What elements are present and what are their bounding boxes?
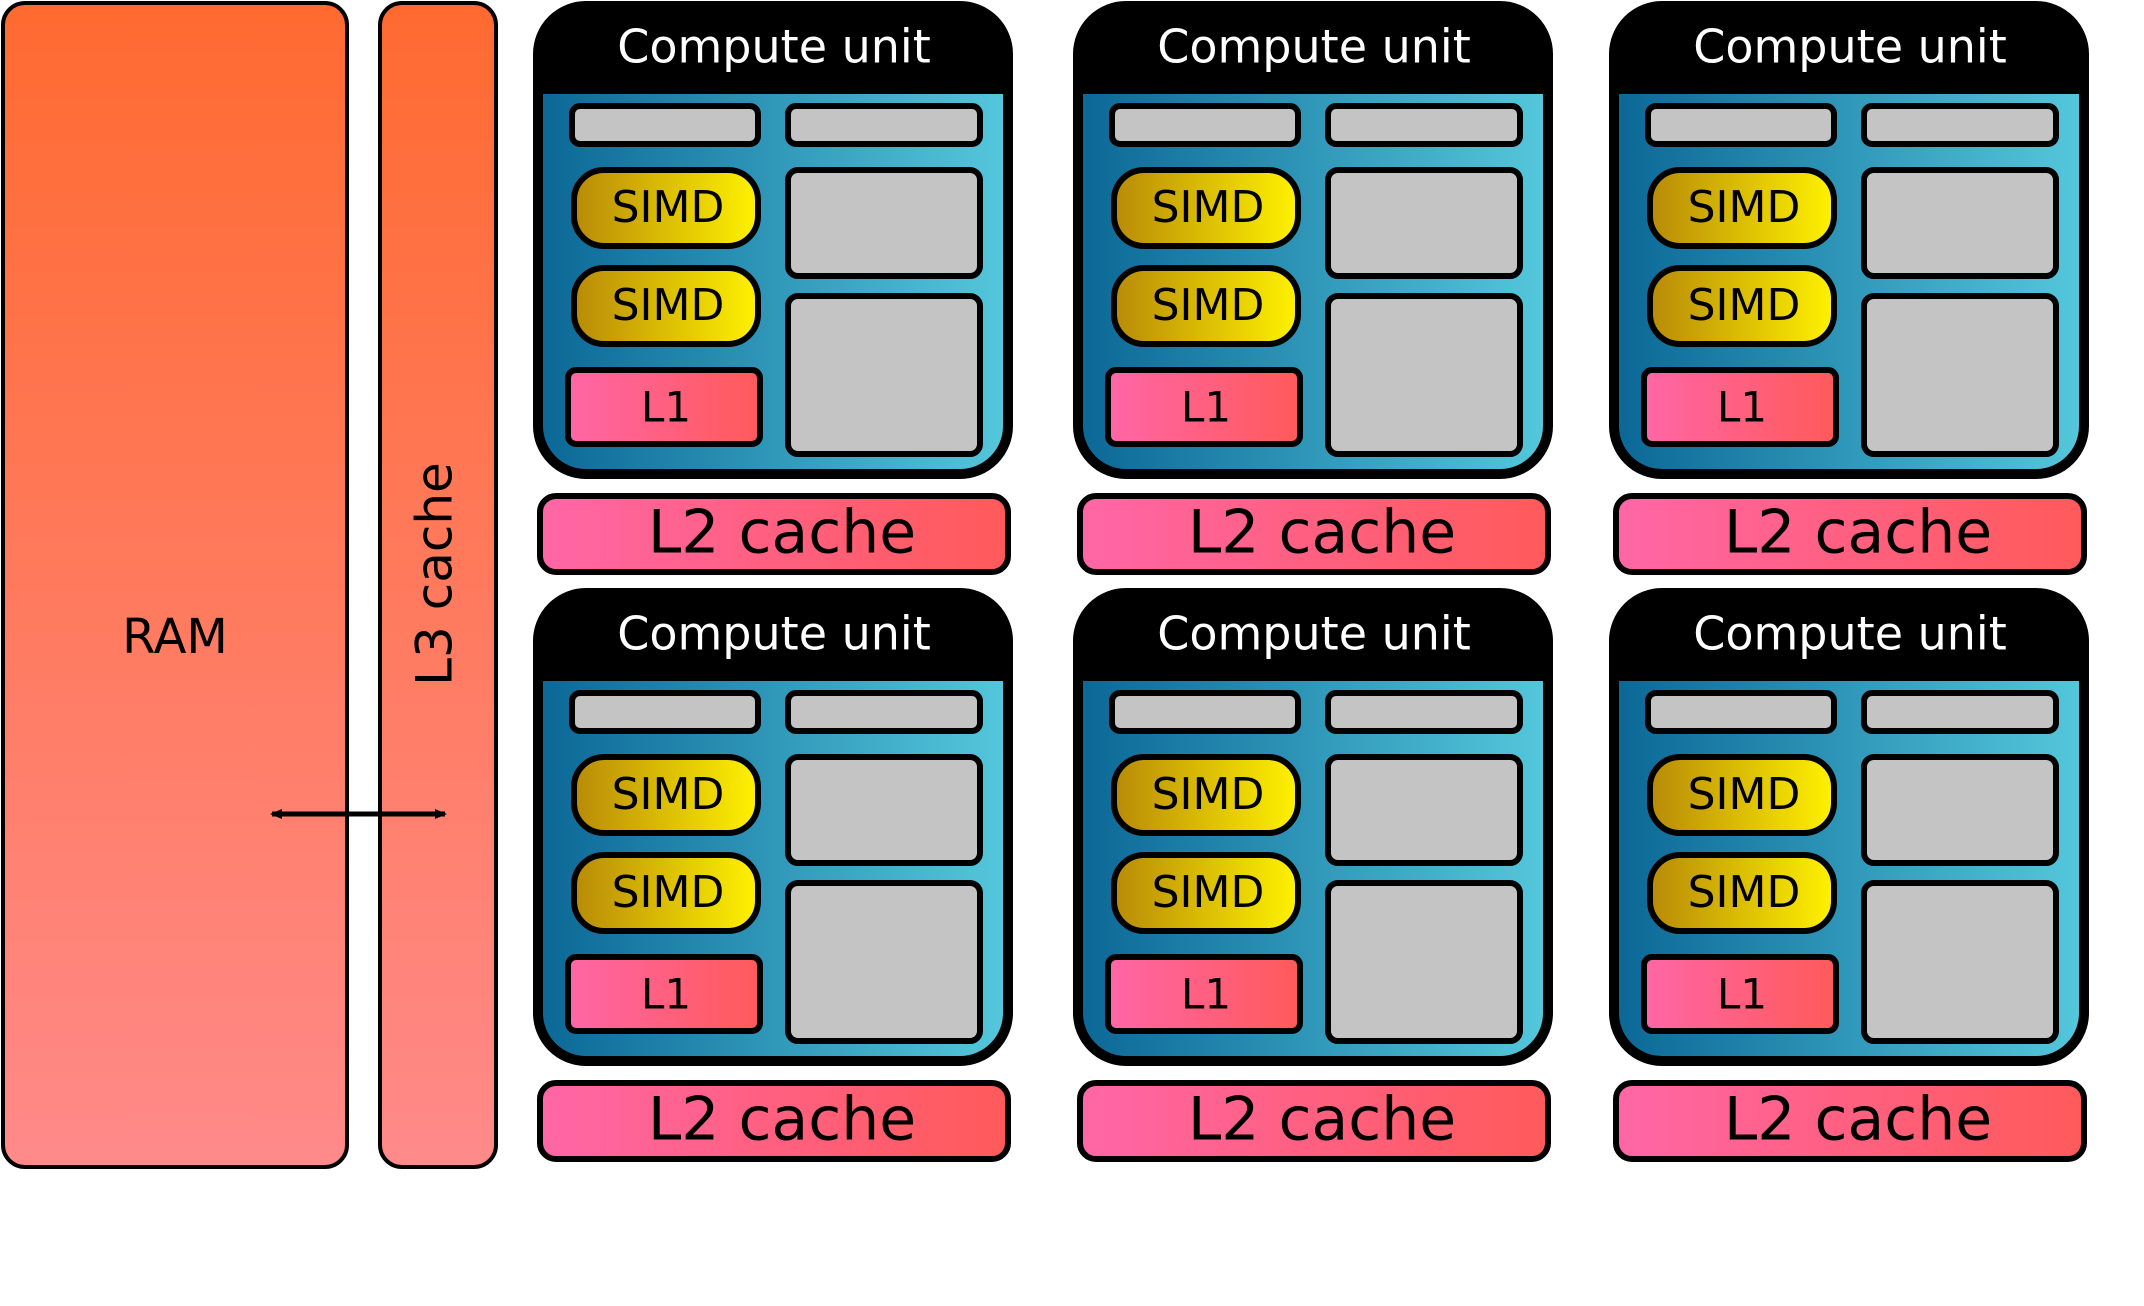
simd-unit: [1647, 852, 1837, 934]
simd-unit: [1111, 265, 1301, 347]
grey-block: [1325, 754, 1523, 866]
grey-block: [785, 167, 983, 279]
grey-block: [785, 880, 983, 1044]
l2-cache: [1613, 1080, 2087, 1162]
ram-block: RAM: [1, 1, 349, 1169]
grey-bar: [1109, 103, 1301, 147]
l2-cache-label: L2 cache: [1724, 498, 1992, 568]
compute-unit-title: Compute unit: [617, 20, 931, 74]
simd-label: SIMD: [1152, 182, 1265, 233]
l1-cache: [565, 954, 763, 1034]
grey-bar: [1861, 103, 2059, 147]
grey-bar: [785, 690, 983, 734]
l3-cache-label: L3 cache: [406, 462, 464, 686]
simd-label: SIMD: [1152, 769, 1265, 820]
grey-bar: [1109, 690, 1301, 734]
simd-unit: [571, 852, 761, 934]
l2-cache: [1077, 493, 1551, 575]
l1-cache: [1641, 367, 1839, 447]
grey-block: [1325, 880, 1523, 1044]
l2-cache-label: L2 cache: [1188, 498, 1456, 568]
simd-label: SIMD: [612, 182, 725, 233]
grey-bar: [1645, 103, 1837, 147]
compute-unit-title: Compute unit: [1693, 607, 2007, 661]
grey-block: [1325, 293, 1523, 457]
grey-bar: [785, 103, 983, 147]
simd-unit: [1647, 167, 1837, 249]
grey-bar: [569, 690, 761, 734]
l1-cache: [1105, 367, 1303, 447]
l1-label: L1: [641, 970, 691, 1019]
l2-cache: [537, 1080, 1011, 1162]
ram-label: RAM: [122, 609, 228, 665]
l1-cache: [1641, 954, 1839, 1034]
simd-unit: [1111, 167, 1301, 249]
l2-cache: [1613, 493, 2087, 575]
l2-cache: [1077, 1080, 1551, 1162]
compute-unit-title: Compute unit: [1693, 20, 2007, 74]
l3-cache-block: L3 cache: [378, 1, 498, 1169]
grey-bar: [1645, 690, 1837, 734]
l1-label: L1: [1717, 383, 1767, 432]
l1-label: L1: [1181, 970, 1231, 1019]
l1-label: L1: [1181, 383, 1231, 432]
simd-unit: [1111, 754, 1301, 836]
compute-unit-header: [538, 6, 1008, 94]
simd-label: SIMD: [612, 867, 725, 918]
simd-label: SIMD: [1688, 280, 1801, 331]
grey-bar: [1325, 103, 1523, 147]
l1-label: L1: [641, 383, 691, 432]
l2-cache-label: L2 cache: [648, 1085, 916, 1155]
simd-unit: [1647, 265, 1837, 347]
grey-block: [1861, 293, 2059, 457]
simd-unit: [571, 265, 761, 347]
l2-cache-label: L2 cache: [1188, 1085, 1456, 1155]
simd-label: SIMD: [1152, 867, 1265, 918]
compute-unit-header: [538, 593, 1008, 681]
compute-unit-header: [1078, 593, 1548, 681]
compute-unit-title: Compute unit: [1157, 607, 1471, 661]
grey-bar: [569, 103, 761, 147]
simd-label: SIMD: [1688, 769, 1801, 820]
l2-cache-label: L2 cache: [1724, 1085, 1992, 1155]
compute-unit-header: [1078, 6, 1548, 94]
simd-label: SIMD: [612, 280, 725, 331]
l2-cache-label: L2 cache: [648, 498, 916, 568]
grey-block: [1861, 167, 2059, 279]
grey-block: [1861, 754, 2059, 866]
simd-label: SIMD: [1688, 867, 1801, 918]
compute-unit-title: Compute unit: [1157, 20, 1471, 74]
grey-block: [1325, 167, 1523, 279]
l1-label: L1: [1717, 970, 1767, 1019]
simd-unit: [571, 754, 761, 836]
simd-unit: [1647, 754, 1837, 836]
grey-block: [1861, 880, 2059, 1044]
simd-label: SIMD: [1152, 280, 1265, 331]
simd-unit: [571, 167, 761, 249]
compute-unit-header: [1614, 593, 2084, 681]
compute-unit-title: Compute unit: [617, 607, 931, 661]
compute-unit-header: [1614, 6, 2084, 94]
simd-label: SIMD: [1688, 182, 1801, 233]
simd-label: SIMD: [612, 769, 725, 820]
l1-cache: [1105, 954, 1303, 1034]
grey-bar: [1861, 690, 2059, 734]
simd-unit: [1111, 852, 1301, 934]
l2-cache: [537, 493, 1011, 575]
grey-bar: [1325, 690, 1523, 734]
grey-block: [785, 293, 983, 457]
grey-block: [785, 754, 983, 866]
l1-cache: [565, 367, 763, 447]
